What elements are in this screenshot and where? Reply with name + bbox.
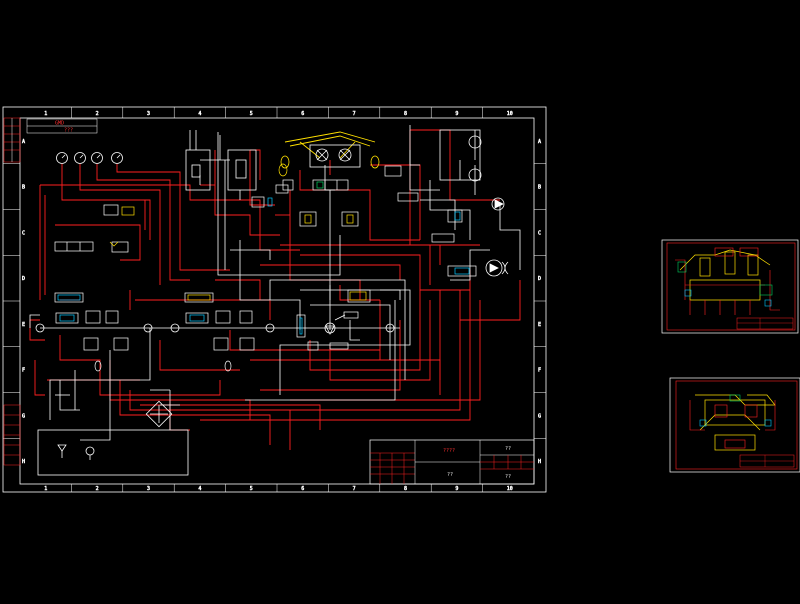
column-number: 5 [250, 486, 253, 492]
sheet-outer-border [2, 106, 547, 493]
row-letter: E [22, 322, 25, 328]
column-number: 9 [455, 111, 458, 117]
row-letter: B [22, 185, 25, 191]
column-number: 6 [301, 111, 304, 117]
valve-block [312, 179, 349, 191]
column-number: 2 [96, 486, 99, 492]
valve-details [57, 181, 470, 335]
column-number: 4 [198, 111, 201, 117]
title-block[interactable]: ???? ?? ?? ?? [369, 439, 535, 485]
row-letter: H [538, 459, 541, 465]
title-block-code: ?? [505, 446, 511, 452]
row-letter: F [22, 368, 25, 374]
row-letter: H [22, 459, 25, 465]
row-letter: E [538, 322, 541, 328]
title-block-sheet-no: ?? [447, 472, 453, 478]
row-letter: B [538, 185, 541, 191]
hydraulic-cylinder-left [185, 130, 211, 191]
main-rail-components [35, 314, 395, 335]
gauge-icon [74, 152, 86, 164]
pump-icon [485, 259, 503, 277]
row-markers: A A B B C C D D E E F F G G H H [3, 139, 546, 465]
filters [94, 163, 289, 372]
row-letter: D [538, 276, 541, 282]
mechanism-wheels [280, 144, 380, 169]
row-letter: F [538, 368, 541, 374]
gauge-icon [111, 152, 123, 164]
hydraulic-motors [439, 129, 509, 277]
thumbnail-sheet-2[interactable] [669, 377, 800, 473]
pressure-gauges [56, 152, 123, 164]
hydraulic-circuit[interactable] [29, 125, 521, 476]
gauge-icon [91, 152, 103, 164]
gauge-icon [56, 152, 68, 164]
hydraulic-cylinder-right [227, 149, 257, 200]
column-number: 5 [250, 111, 253, 117]
row-letter: A [22, 139, 25, 145]
column-number: 10 [507, 486, 513, 492]
header-label: GMD [55, 121, 64, 127]
column-markers: 1 1 2 2 3 3 4 4 5 5 6 6 7 7 8 8 9 9 10 10 [44, 107, 513, 492]
header-value: ??? [64, 128, 73, 134]
white-pipelines [29, 125, 521, 441]
left-revision-strip-top [3, 117, 21, 163]
column-number: 10 [507, 111, 513, 117]
column-number: 2 [96, 111, 99, 117]
column-number: 1 [44, 486, 47, 492]
motor-icon [468, 168, 482, 182]
row-letter: A [538, 139, 541, 145]
column-number: 3 [147, 111, 150, 117]
row-letter: C [22, 230, 25, 236]
header-small-box: GMD ??? [26, 118, 98, 134]
column-number: 9 [455, 486, 458, 492]
column-number: 8 [404, 486, 407, 492]
column-number: 7 [353, 111, 356, 117]
row-letter: G [22, 413, 25, 419]
row-letter: G [538, 413, 541, 419]
reservoir-tank [37, 400, 189, 476]
column-number: 4 [198, 486, 201, 492]
left-revision-strip-bottom [3, 404, 21, 466]
pump-icon [491, 197, 505, 211]
row-letter: D [22, 276, 25, 282]
title-block-title: ???? [443, 448, 455, 454]
directional-valves [54, 165, 477, 351]
red-pipelines [29, 129, 521, 450]
column-number: 8 [404, 111, 407, 117]
column-number: 1 [44, 111, 47, 117]
motor-icon [468, 135, 482, 149]
title-block-remark: ?? [505, 474, 511, 480]
column-number: 6 [301, 486, 304, 492]
column-number: 3 [147, 486, 150, 492]
column-number: 7 [353, 486, 356, 492]
thumbnail-sheet-1[interactable] [661, 239, 799, 334]
row-letter: C [538, 230, 541, 236]
